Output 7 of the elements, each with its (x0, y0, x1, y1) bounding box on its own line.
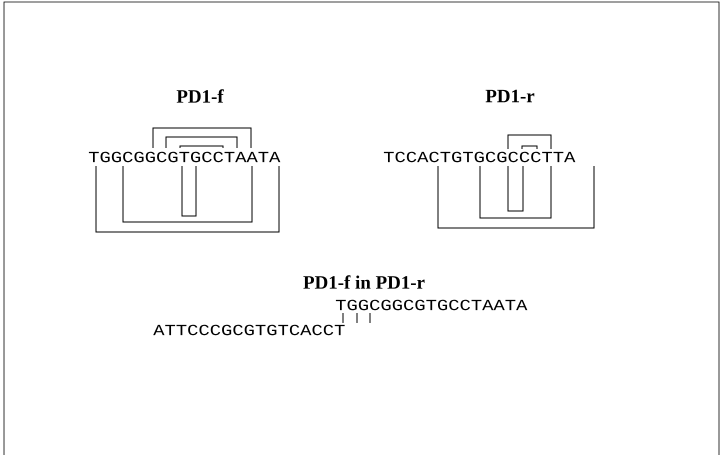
sequence: ATTCCCGCGTGTCACCT (153, 324, 345, 336)
heading: PD1-r (486, 90, 534, 102)
sequence: TCCACTGTGCGCCCTTA (384, 152, 576, 162)
heading: PD1-f (176, 89, 224, 103)
heading: PD1-f in PD1-r (303, 275, 425, 289)
sequence: TGGCGGCGTGCCTAATA (336, 300, 528, 310)
sequence: TGGCGGCGTGCCTAATA (88, 152, 280, 162)
